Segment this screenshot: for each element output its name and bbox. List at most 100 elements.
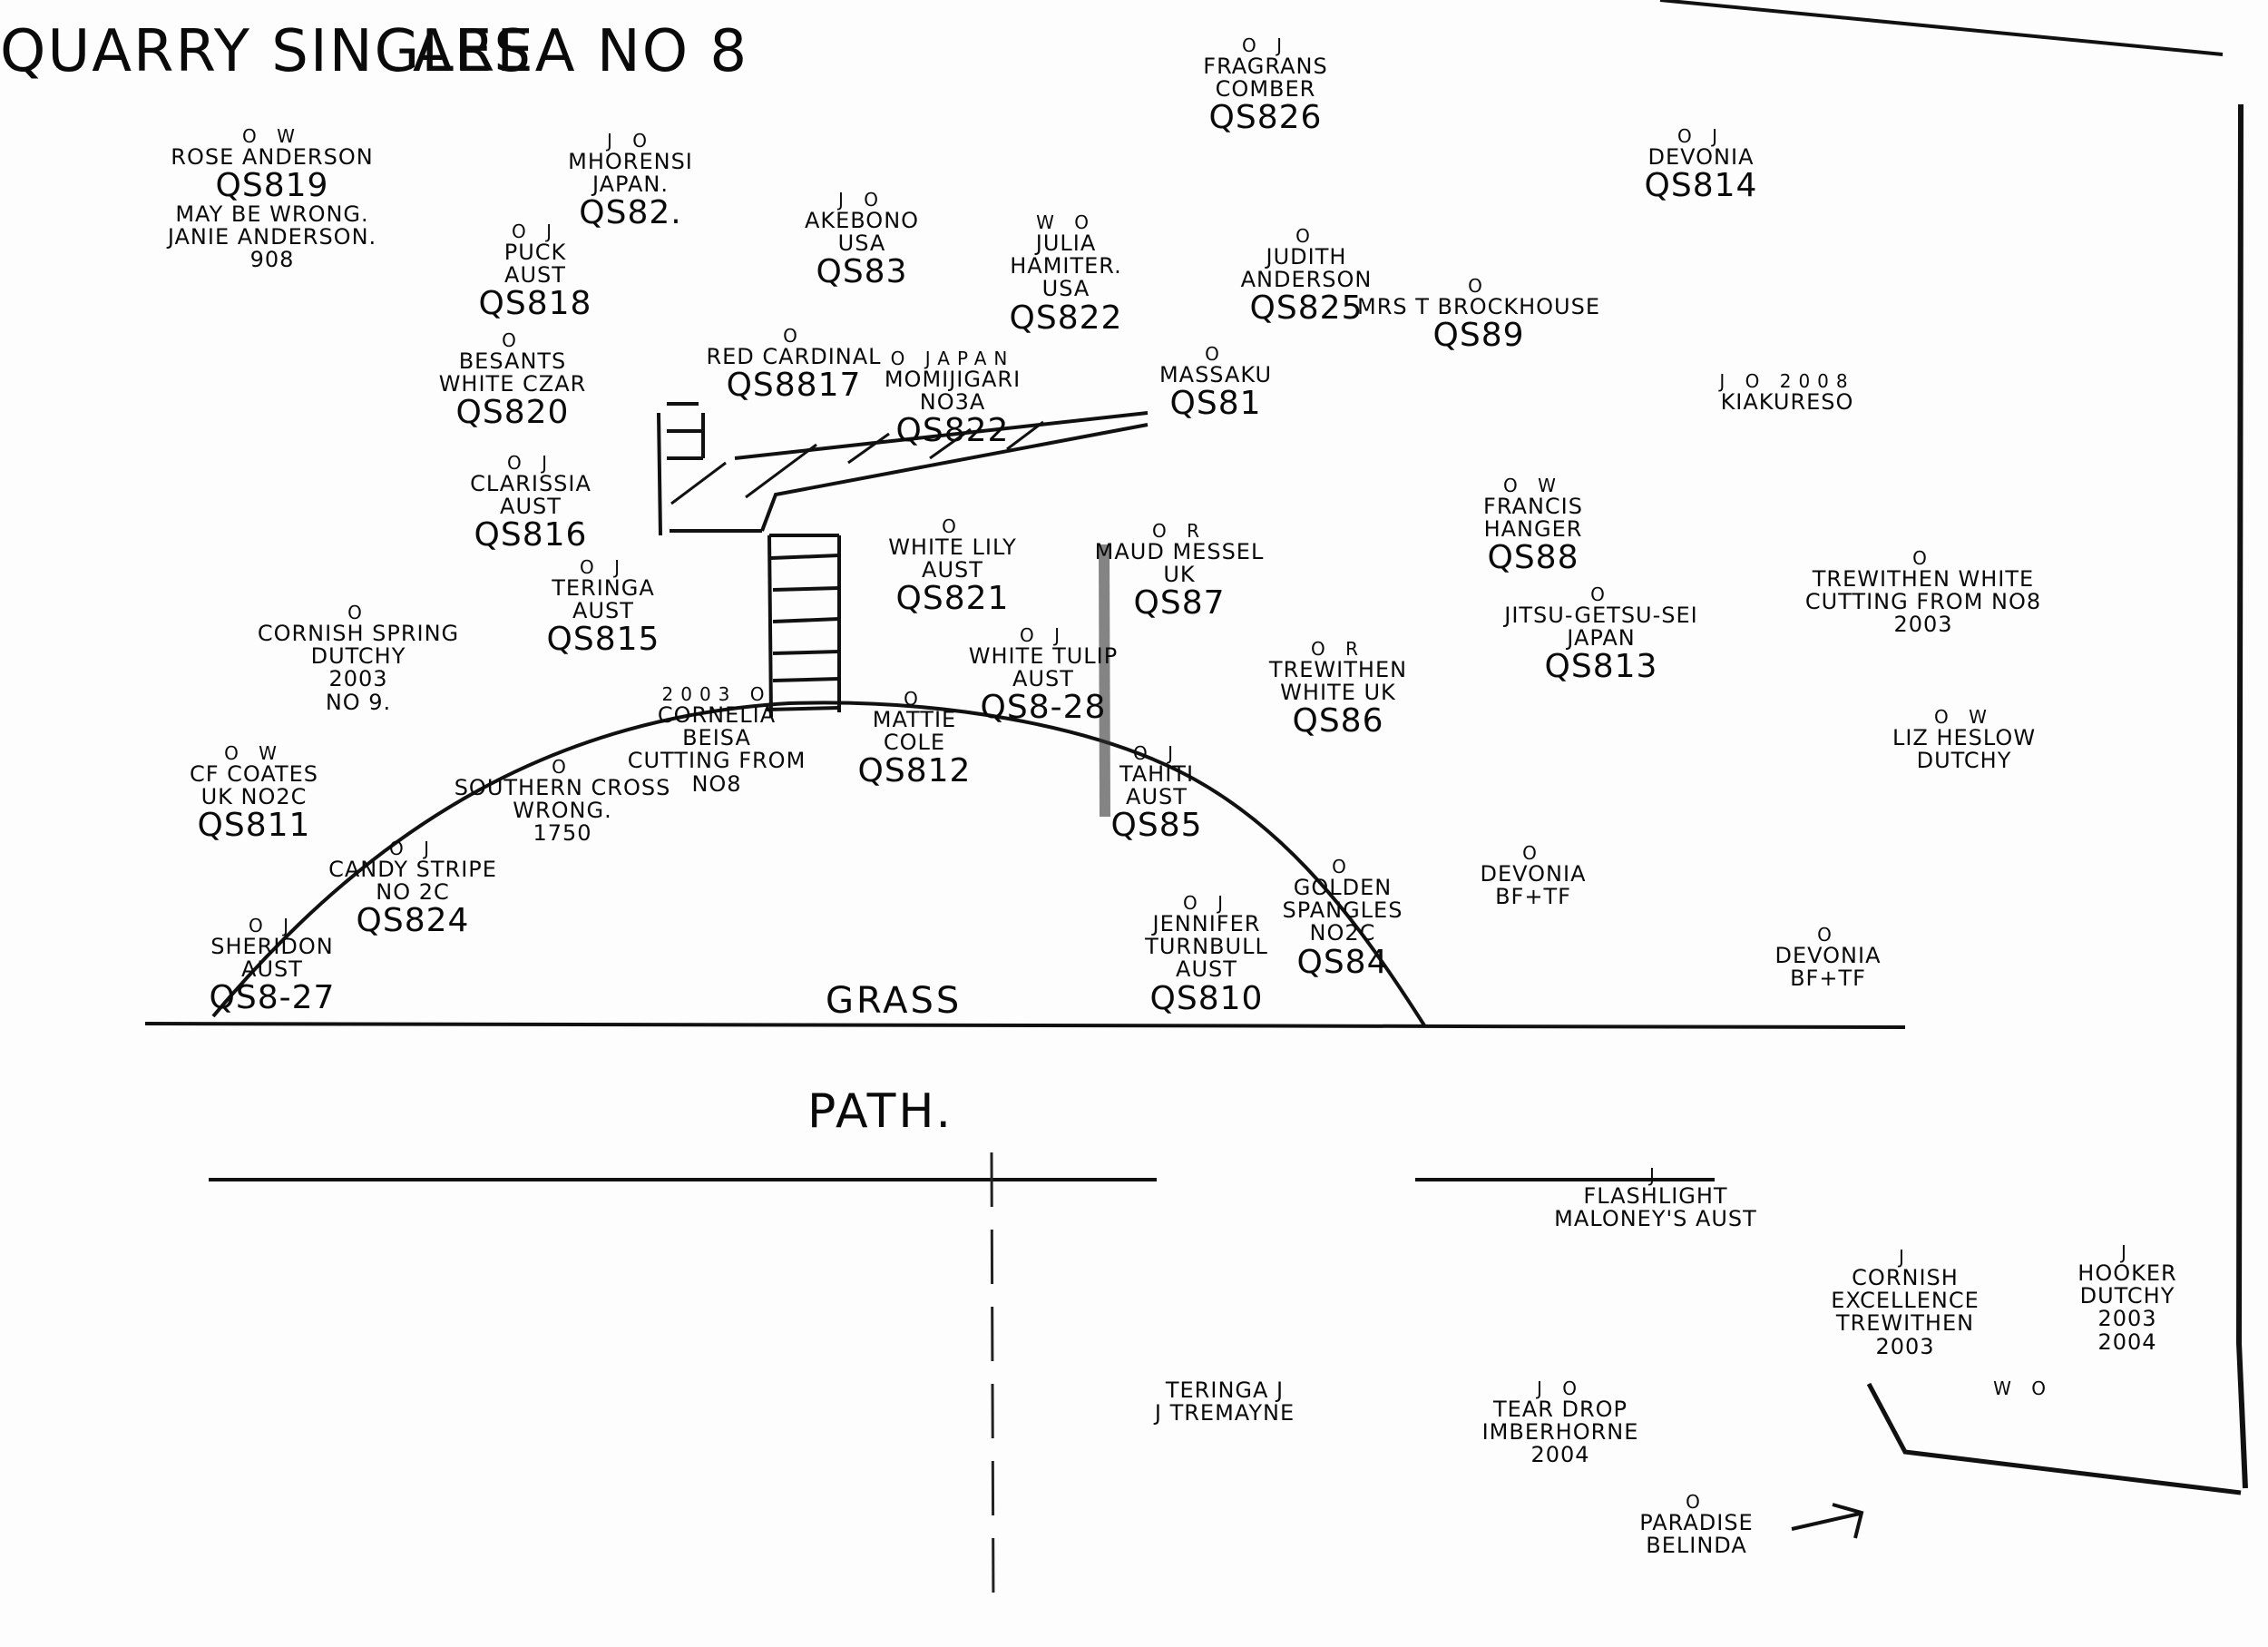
plant-label-puck: o JPuckAustQS818 [479, 222, 592, 321]
plant-label-flashlight: JFlashlightMaloney's Aust [1554, 1166, 1757, 1230]
plant-code: QS824 [356, 902, 470, 940]
arrow-indicator [1791, 1503, 1864, 1539]
plant-label-teringa-j-tremayne: Teringa JJ Tremayne [1155, 1377, 1295, 1425]
plant-position-marker-icon: o J [1677, 125, 1725, 147]
plant-label-sheridon: o JSheridonAustQS8-27 [210, 917, 336, 1015]
plant-text: 2003 [1875, 1333, 1935, 1359]
plant-label-devonia-bftf-1: oDevoniaBF+TF [1481, 844, 1587, 908]
plant-position-marker-icon: o J [1020, 624, 1067, 646]
plant-label-hooker-dutchy: JHookerDutchy20032004 [2077, 1243, 2176, 1354]
plant-code: QS816 [474, 516, 588, 554]
plant-text: No3A [919, 389, 986, 416]
plant-text: 2003 [328, 666, 388, 692]
plant-code: QS85 [1110, 807, 1203, 845]
plant-text: Aust [922, 557, 983, 583]
plant-text: Mhorensi [568, 149, 693, 174]
plant-text: No8 [691, 770, 742, 797]
plant-text: Maud Messel [1094, 539, 1265, 564]
plant-position-marker-icon: o Japan [890, 348, 1015, 369]
plant-code: QS819 [215, 167, 329, 205]
plant-code: QS81 [1169, 385, 1262, 423]
plant-text: Hanger [1483, 516, 1583, 543]
plant-text: Jennifer [1152, 911, 1261, 936]
plant-text: Candy Stripe [328, 857, 497, 882]
plant-text: Teringa J [1165, 1377, 1285, 1403]
plant-position-marker-icon: J O 2008 [1719, 370, 1855, 392]
plant-code: QS818 [478, 285, 592, 323]
plant-label-momiji-gari: o JapanMomijigariNo3AQS822 [885, 349, 1021, 448]
grass-edge-line [144, 1022, 1906, 1029]
plant-text: Teringa [552, 575, 655, 601]
plant-text: Mattie [872, 707, 957, 732]
page-edge-corner [1866, 1382, 2242, 1495]
plant-text: Turnbull [1145, 934, 1268, 960]
plant-label-jennifer-turnbull: o JJenniferTurnbullAustQS810 [1145, 894, 1268, 1015]
plant-label-tahiti: o JTahitiAustQS85 [1111, 744, 1203, 843]
shade-line [1099, 544, 1110, 818]
plant-text: Rose Anderson [171, 144, 374, 170]
plant-text: Tear Drop [1492, 1397, 1628, 1422]
plant-text: 1750 [533, 820, 592, 847]
plant-text: Devonia [1774, 943, 1882, 968]
plant-code: QS820 [455, 394, 570, 432]
plant-code: QS86 [1292, 702, 1384, 740]
plant-text: 908 [249, 247, 295, 273]
plant-text: White Lily [888, 534, 1017, 560]
plant-text: Trewithen [1268, 657, 1408, 682]
plant-code: QS89 [1432, 317, 1525, 355]
plant-label-cornish-spring: oCornish SpringDutchy2003No 9. [258, 603, 459, 714]
plant-position-marker-icon: o [502, 329, 523, 351]
plant-text: 2004 [2097, 1328, 2157, 1355]
plant-position-marker-icon: J [1649, 1164, 1662, 1186]
plant-label-kiakureso: J O 2008Kiakureso [1719, 372, 1854, 414]
plant-label-mattie-cole: oMattieColeQS812 [858, 690, 972, 789]
plant-text: Julia [1035, 230, 1097, 256]
plant-position-marker-icon: o J [389, 838, 436, 859]
plant-label-akebono: J oAkebonoUSAQS83 [805, 191, 919, 289]
plant-label-southern-cross: oSouthern CrossWrong.1750 [455, 758, 671, 846]
plant-position-marker-icon: o [1817, 924, 1839, 946]
plant-text: Akebono [804, 208, 920, 233]
plant-position-marker-icon: o J [512, 221, 559, 242]
plant-code: QS8817 [726, 367, 862, 405]
bed-arc [211, 701, 1426, 1027]
plant-position-marker-icon: o [1522, 842, 1544, 864]
plant-text: Imberhorne [1481, 1419, 1639, 1446]
plant-text: BF+TF [1495, 884, 1571, 910]
plant-position-marker-icon: o w [1503, 475, 1563, 496]
plant-text: Aust [504, 262, 566, 289]
plant-text: Dutchy [2079, 1283, 2175, 1309]
plant-label-teringa-qs815: o JTeringaAustQS815 [547, 558, 660, 657]
page-edge-top-right [1659, 0, 2224, 56]
plant-text: Janie Anderson. [167, 224, 377, 250]
plant-text: Aust [1012, 666, 1074, 692]
page-edge-right [2235, 103, 2248, 1489]
plant-code: QS822 [1009, 299, 1123, 337]
plant-text: May be wrong. [175, 201, 369, 227]
plant-text: Devonia [1647, 144, 1755, 170]
plant-position-marker-icon: o J [580, 556, 627, 578]
plant-code: QS84 [1296, 943, 1389, 981]
plant-position-marker-icon: o [347, 602, 369, 623]
plant-position-marker-icon: o w [1934, 706, 1994, 728]
plant-position-marker-icon: o [1295, 225, 1317, 247]
plant-text: Hamiter. [1010, 253, 1122, 279]
plant-code: QS82. [579, 194, 682, 232]
plant-text: Dutchy [310, 643, 406, 670]
plant-label-cornelia-beisa: 2003 oCorneliaBeisaCutting fromNo8 [628, 685, 807, 796]
plant-text: Aust [1126, 784, 1188, 810]
plant-position-marker-icon: o J [1182, 892, 1230, 914]
stair-steps-top [667, 402, 705, 460]
plant-position-marker-icon: o [1912, 547, 1934, 569]
plant-text: Maloney's Aust [1554, 1206, 1757, 1232]
plant-text: USA [1041, 276, 1090, 302]
plant-label-trewithen-white-cutting: oTrewithen WhiteCutting from No82003 [1805, 549, 2041, 637]
plant-position-marker-icon: J o [1536, 1377, 1584, 1399]
plant-label-fragrant-cumber: o JFragransComberQS826 [1203, 36, 1327, 135]
plant-label-francis-hanger: o wFrancisHangerQS88 [1483, 476, 1583, 575]
plant-label-golden-spangles: oGoldenSpanglesNo2CQS84 [1283, 858, 1403, 979]
vertical-divider [990, 1152, 995, 1616]
plant-text: 2003 [2097, 1306, 2157, 1332]
